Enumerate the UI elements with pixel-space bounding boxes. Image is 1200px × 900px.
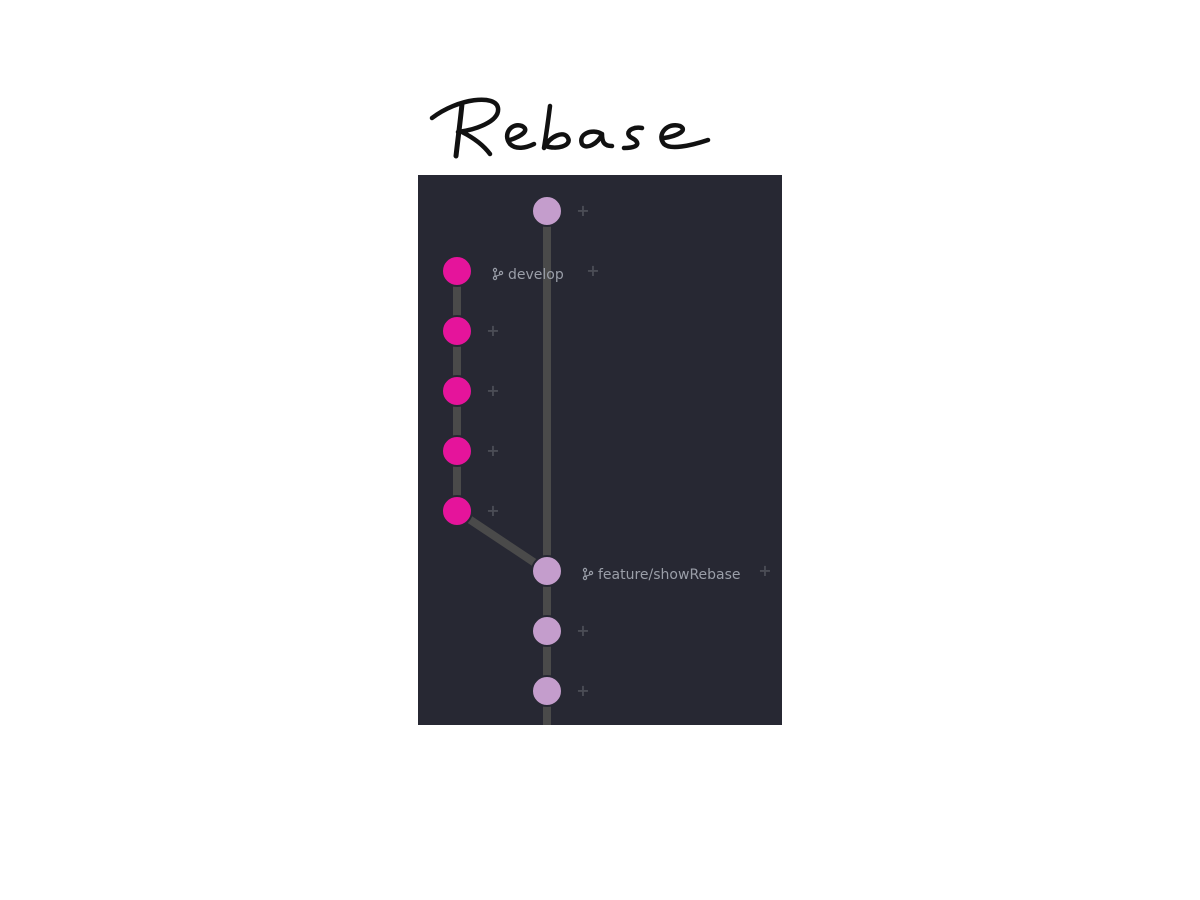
branch-icon [582,567,594,581]
add-ref-plus-icon[interactable]: + [576,621,589,640]
commit-node[interactable] [441,315,473,347]
branch-label[interactable]: feature/showRebase [598,567,741,583]
commit-node[interactable] [531,555,563,587]
commit-nodes: + develop + + + + + feature/showRebase + + + [441,195,772,707]
commit-node[interactable] [441,435,473,467]
commit-node[interactable] [531,615,563,647]
add-ref-plus-icon[interactable]: + [576,201,589,220]
add-ref-plus-icon[interactable]: + [486,441,499,460]
commit-graph: + develop + + + + + feature/showRebase + + + [418,175,782,725]
branch-label[interactable]: develop [508,267,564,283]
commit-node[interactable] [531,195,563,227]
commit-node[interactable] [441,255,473,287]
add-ref-plus-icon[interactable]: + [486,501,499,520]
add-ref-plus-icon[interactable]: + [586,261,599,280]
graph-edge [454,507,550,575]
commit-graph-canvas: + develop + + + + + feature/showRebase + + + [441,195,772,725]
commit-node[interactable] [531,675,563,707]
add-ref-plus-icon[interactable]: + [486,321,499,340]
commit-node[interactable] [441,375,473,407]
add-ref-plus-icon[interactable]: + [576,681,589,700]
commit-node[interactable] [441,495,473,527]
add-ref-plus-icon[interactable]: + [758,561,771,580]
branch-icon [492,267,504,281]
graph-edges [453,211,551,725]
rebase-handwritten-title [429,97,711,159]
add-ref-plus-icon[interactable]: + [486,381,499,400]
rebase-title [418,80,782,170]
